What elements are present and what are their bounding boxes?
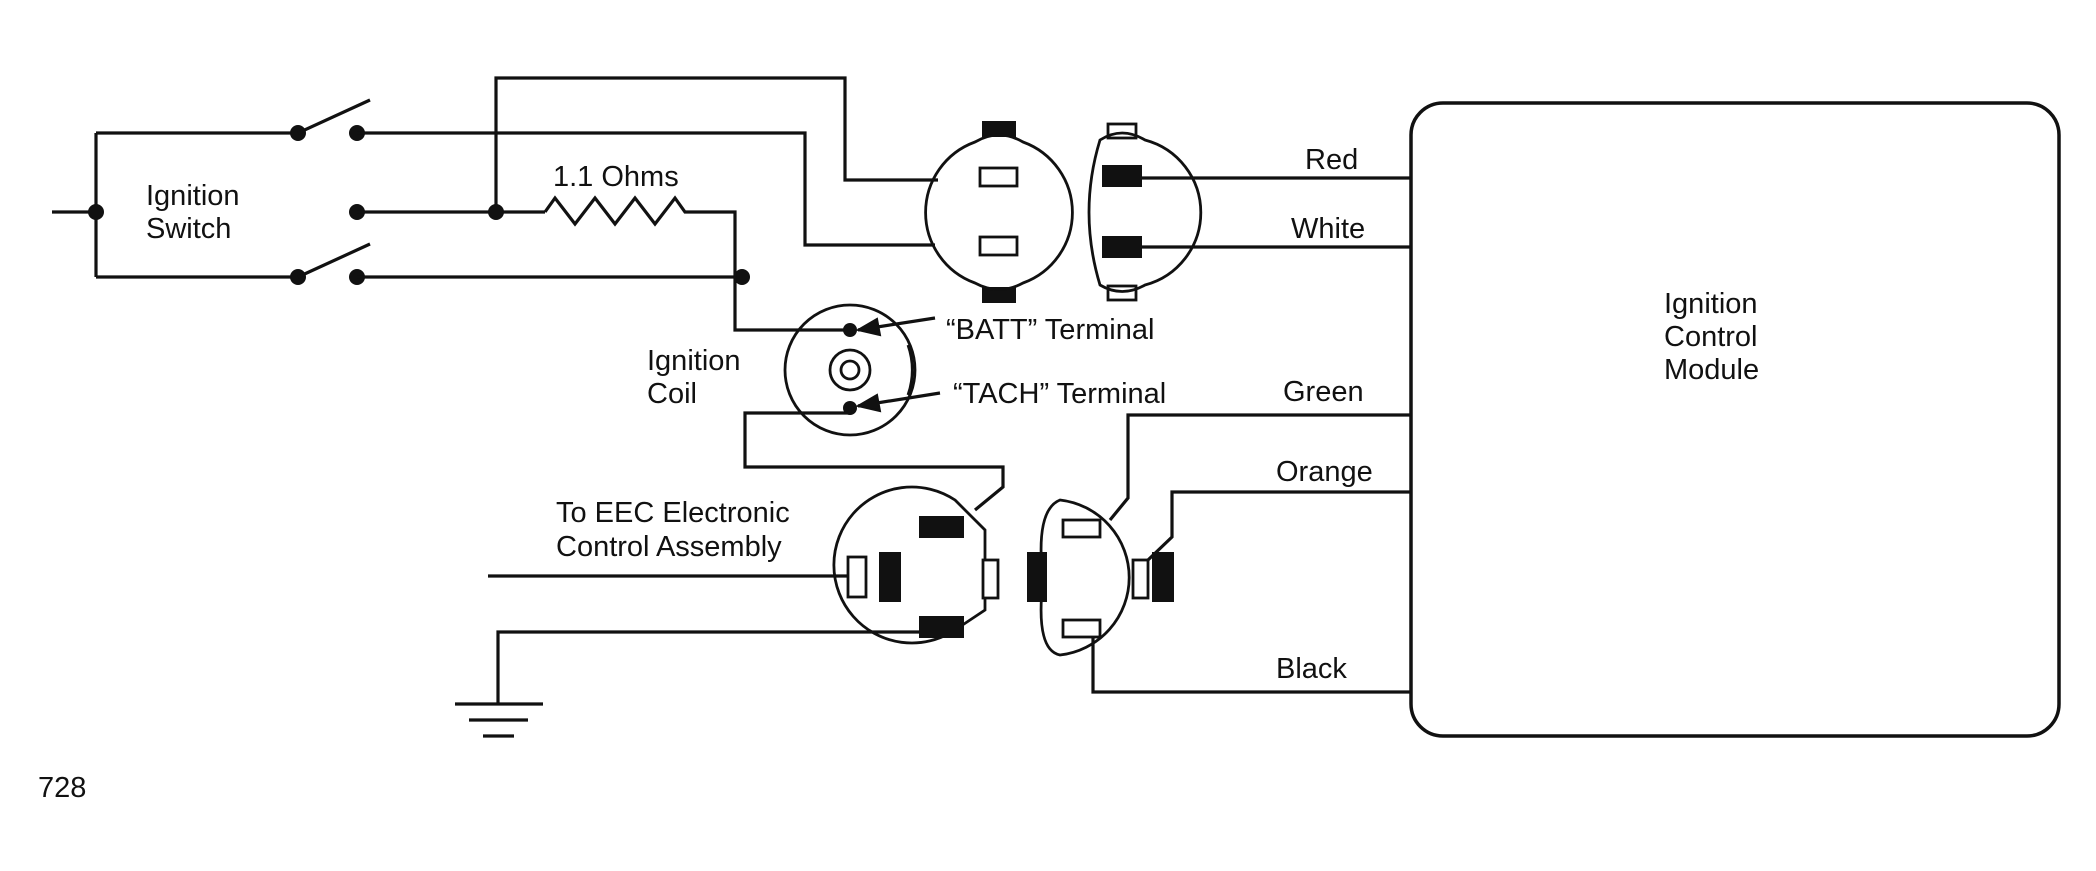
ignition-control-module: Ignition Control Module: [1409, 101, 2061, 738]
ground-wire: [496, 630, 920, 704]
connector-pin: [1061, 518, 1102, 539]
coil-body: [783, 303, 917, 437]
resistor: 1.1 Ohms: [543, 161, 845, 332]
connector-key: [1027, 552, 1047, 602]
upper-connector-right: [1087, 122, 1203, 302]
connector-key: [1106, 122, 1138, 140]
eec-label: Control Assembly: [556, 531, 782, 563]
ignition-switch-label: Switch: [146, 213, 231, 245]
switch-blade: [297, 242, 371, 279]
tach-wire: [743, 408, 1005, 512]
connector-pin: [919, 516, 964, 538]
black-wire-label: Black: [1276, 653, 1347, 685]
coil-arc: [906, 344, 914, 396]
resistor-label: 1.1 Ohms: [553, 161, 679, 193]
module-label: Module: [1664, 354, 1759, 386]
junction-dot: [734, 269, 750, 285]
upper-connector-left: [924, 121, 1074, 303]
connector-pin: [1102, 165, 1142, 187]
lower-connector-left: [832, 485, 1000, 645]
red-wire-label: Red: [1305, 144, 1358, 176]
switch-blade: [297, 98, 371, 135]
module-label: Ignition: [1664, 288, 1758, 320]
module-label: Control: [1664, 321, 1758, 353]
ignition-coil-label: Coil: [647, 378, 697, 410]
connector-key: [982, 287, 1016, 303]
connector-key: [1106, 284, 1138, 302]
batt-arrowhead: [855, 317, 882, 337]
connector-body: [1087, 131, 1203, 293]
connector-key: [879, 552, 901, 602]
black-wire: [1091, 637, 1411, 694]
ignition-switch-label: Ignition: [146, 180, 240, 212]
eec-label: To EEC Electronic: [556, 497, 790, 529]
module-box: [1409, 101, 2061, 738]
coil-tower: [828, 348, 872, 392]
ignition-coil-label: Ignition: [647, 345, 741, 377]
connector-key: [1152, 552, 1174, 602]
connector-pin: [919, 616, 964, 638]
orange-wire: [1146, 490, 1411, 562]
green-wire-label: Green: [1283, 376, 1364, 408]
connector-pin: [1061, 618, 1102, 639]
coil-tower-center: [839, 359, 861, 381]
connector-tab: [1131, 558, 1150, 600]
figure-number: 728: [38, 772, 86, 804]
green-wire: [1108, 413, 1411, 522]
lower-connector-right: [1027, 498, 1174, 657]
start-crossover-wire: [494, 76, 938, 212]
tach-arrowhead: [855, 393, 882, 413]
orange-wire-label: Orange: [1276, 456, 1373, 488]
junction-dot: [88, 204, 104, 220]
tach-terminal-label: “TACH” Terminal: [953, 378, 1166, 410]
junction-dot: [488, 204, 504, 220]
batt-terminal-dot: [843, 323, 857, 337]
ground-symbol: [455, 702, 543, 738]
run-wire: [357, 131, 935, 247]
batt-terminal-label: “BATT” Terminal: [946, 314, 1154, 346]
connector-tab: [981, 558, 1000, 600]
connector-tab: [846, 555, 868, 599]
connector-body: [924, 133, 1074, 291]
connector-pin: [978, 235, 1019, 257]
ignition-coil: “BATT” Terminal “TACH” Terminal Ignition…: [647, 303, 1166, 437]
ignition-switch: Ignition Switch: [52, 98, 371, 285]
connector-pin: [1102, 236, 1142, 258]
connector-pin: [978, 166, 1019, 188]
white-wire-label: White: [1291, 213, 1365, 245]
resistor-zigzag: [543, 195, 845, 332]
